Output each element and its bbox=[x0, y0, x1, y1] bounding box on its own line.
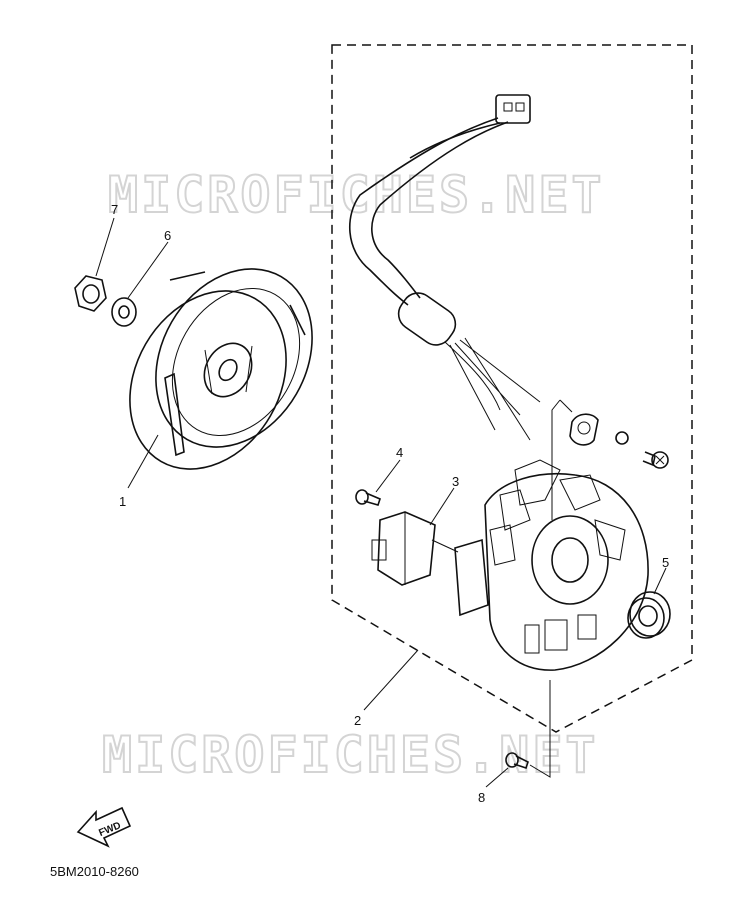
oil-seal bbox=[627, 591, 671, 639]
bolt bbox=[505, 680, 551, 778]
fwd-arrow-icon: FWD bbox=[76, 806, 132, 848]
screw bbox=[355, 489, 381, 506]
callout-3: 3 bbox=[452, 474, 459, 489]
callout-8: 8 bbox=[478, 790, 485, 805]
callout-2: 2 bbox=[354, 713, 361, 728]
fwd-label: FWD bbox=[97, 820, 122, 839]
callout-6: 6 bbox=[164, 228, 171, 243]
watermark-bottom: MICROFICHES.NET bbox=[102, 726, 599, 784]
leader-1 bbox=[127, 434, 159, 489]
leader-6 bbox=[127, 241, 169, 299]
leader-2 bbox=[363, 649, 419, 711]
callout-5: 5 bbox=[662, 555, 669, 570]
pickup-coil bbox=[371, 511, 489, 617]
leader-8 bbox=[485, 767, 509, 788]
stator bbox=[484, 459, 649, 671]
nut bbox=[74, 275, 107, 312]
leader-4 bbox=[375, 459, 401, 493]
lead-wire bbox=[349, 94, 541, 441]
diagram-code: 5BM2010-8260 bbox=[50, 864, 139, 879]
watermark-top: MICROFICHES.NET bbox=[108, 166, 605, 224]
leader-3 bbox=[429, 487, 455, 526]
callout-1: 1 bbox=[119, 494, 126, 509]
rotor-flywheel bbox=[129, 268, 313, 470]
clamp-hardware bbox=[551, 399, 669, 520]
callout-4: 4 bbox=[396, 445, 403, 460]
callout-7: 7 bbox=[111, 202, 118, 217]
leader-7 bbox=[95, 217, 115, 277]
washer bbox=[111, 297, 137, 327]
stator-assembly-box bbox=[331, 44, 693, 733]
leader-5 bbox=[653, 567, 667, 595]
